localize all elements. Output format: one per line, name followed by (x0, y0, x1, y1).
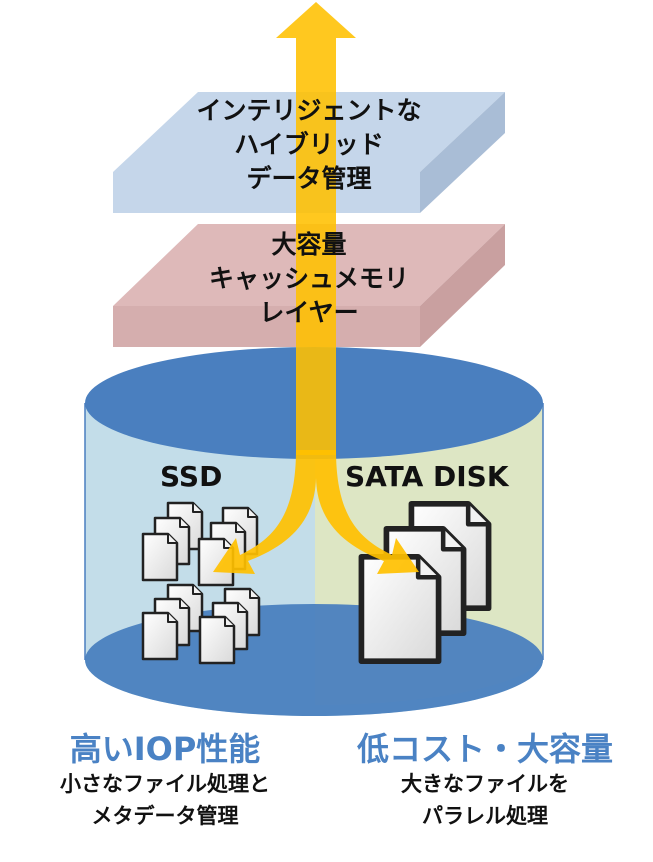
middle-layer-line: レイヤー (259, 298, 359, 327)
sata-heading: 低コスト・大容量 (356, 730, 613, 768)
sata-description-line: 大きなファイルを (401, 772, 569, 796)
top-layer-line: ハイブリッド (234, 130, 384, 159)
top-layer-line: データ管理 (246, 164, 372, 193)
ssd-description-line: メタデータ管理 (91, 804, 239, 828)
sata-description-line: パラレル処理 (422, 804, 548, 828)
ssd-description: 小さなファイル処理と メタデータ管理 (5, 768, 325, 832)
middle-layer-label: 大容量 キャッシュメモリ レイヤー (113, 228, 505, 330)
middle-layer-line: キャッシュメモリ (208, 264, 409, 293)
sata-description: 大きなファイルを パラレル処理 (330, 768, 640, 832)
ssd-description-line: 小さなファイル処理と (60, 772, 270, 796)
middle-layer-line: 大容量 (271, 230, 347, 259)
top-layer-label: インテリジェントな ハイブリッド データ管理 (113, 94, 505, 196)
ssd-heading: 高いIOP性能 (69, 730, 261, 768)
data-flow-arrow (213, 2, 419, 574)
sata-disk-label: SATA DISK (345, 460, 509, 493)
top-layer-line: インテリジェントな (196, 96, 422, 125)
ssd-label: SSD (160, 460, 223, 493)
